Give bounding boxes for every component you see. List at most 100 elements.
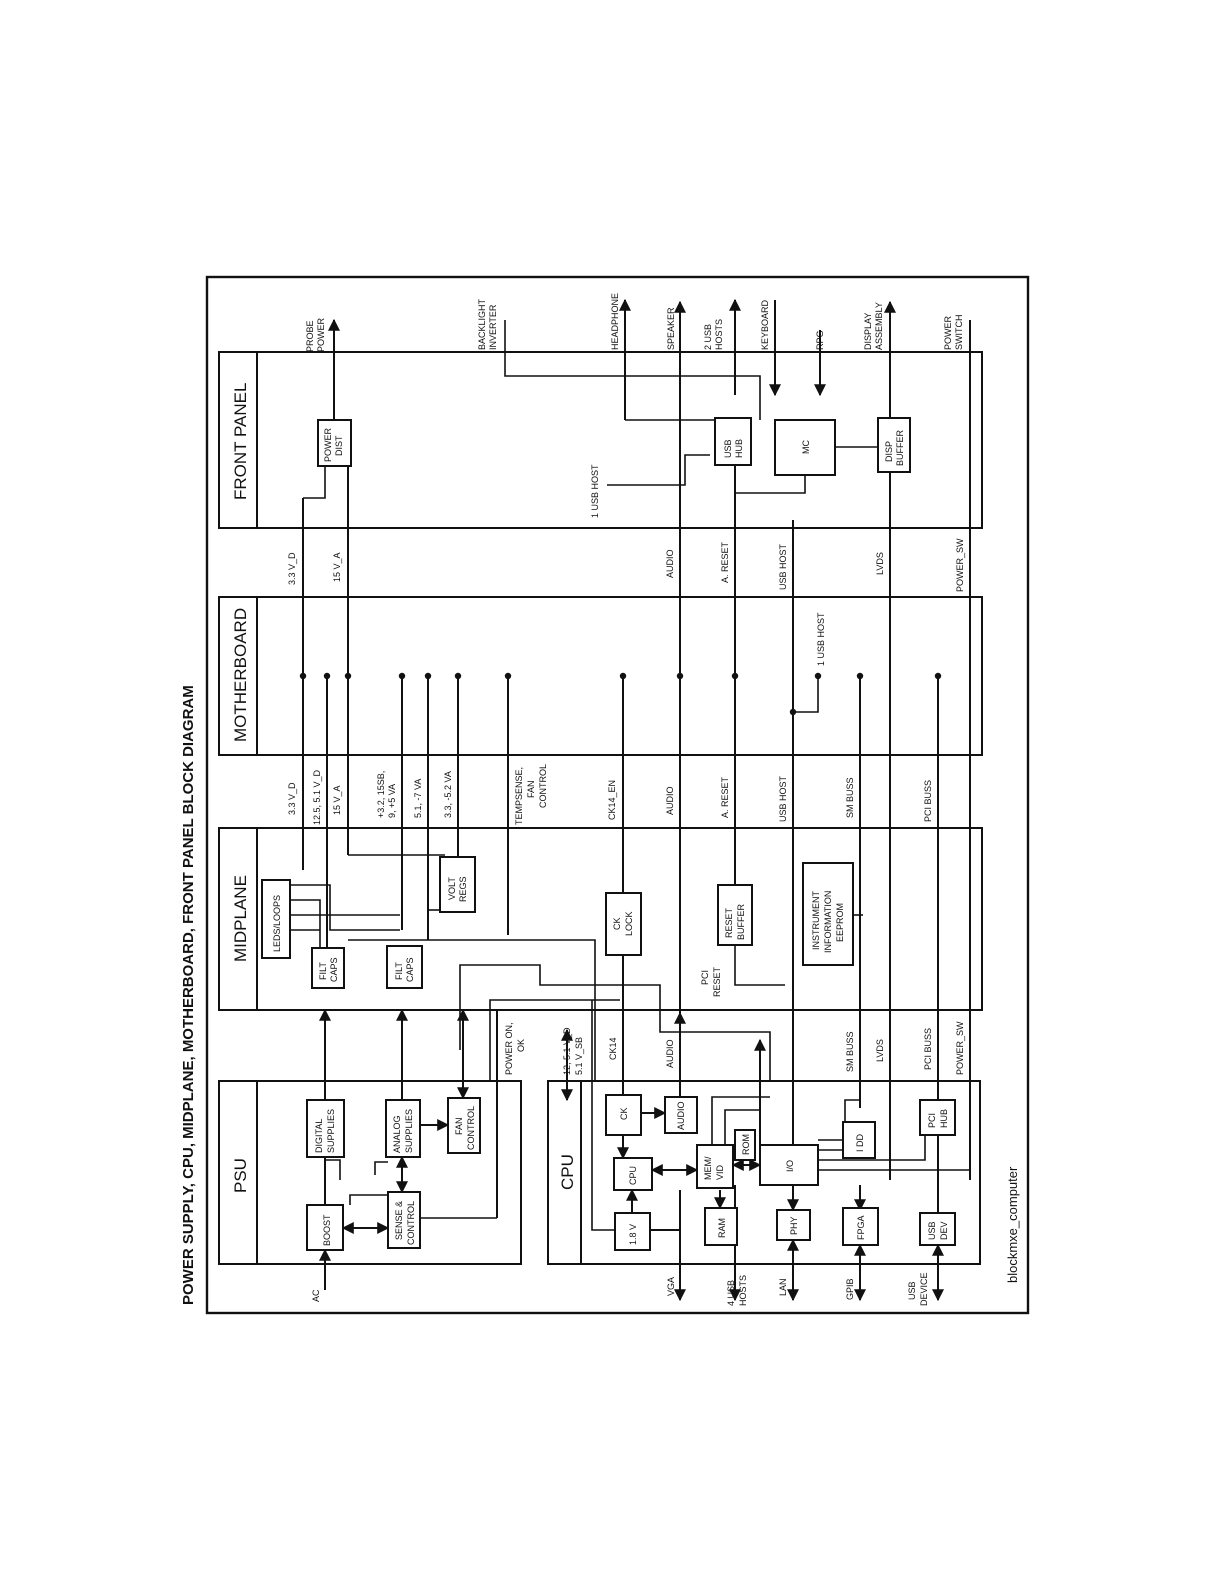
mid-mb-signal-labels: 3.3 V_D 12.5, 5.1 V_D 15 V_A +3.2, 15SB,…	[287, 764, 933, 825]
rom-label: ROM	[741, 1134, 751, 1155]
psu-label: PSU	[231, 1158, 250, 1193]
sense-control-label-2: CONTROL	[406, 1201, 416, 1245]
ram-label: RAM	[717, 1218, 727, 1238]
power-dist-label-1: POWER	[323, 427, 333, 462]
backlight-label-1: BACKLIGHT	[477, 298, 487, 350]
mc-block: MC	[774, 419, 836, 476]
mbfp-15va: 15 V_A	[332, 552, 342, 582]
ac-label: AC	[311, 1289, 321, 1302]
boost-label: BOOST	[322, 1214, 332, 1246]
cpu-label: CPU	[558, 1154, 577, 1190]
probe-power-label-1: PROBE	[305, 320, 315, 352]
filt-caps-1-label-2: CAPS	[329, 957, 339, 982]
usb-hub-block: USB HUB	[714, 417, 752, 466]
junction-dots	[299, 672, 942, 716]
instrument-eeprom-block: INSTRUMENT INFORMATION EEPROM	[802, 862, 854, 966]
reset-buffer-block: RESET BUFFER	[717, 884, 753, 946]
fp-1-usb-host-label: 1 USB HOST	[590, 464, 600, 518]
filt-caps-2-block: FILT CAPS	[386, 945, 423, 989]
cpu-rails-1: 12, 5.1 V_D	[562, 1027, 572, 1075]
midmb-analog-1: +3.2, 15SB,	[376, 771, 386, 818]
four-usb-hosts-label-2: HOSTS	[738, 1275, 748, 1306]
reset-buffer-label-2: BUFFER	[736, 903, 746, 940]
keyboard-label: KEYBOARD	[760, 299, 770, 350]
usb-hub-label-2: HUB	[734, 439, 744, 458]
rpg-label: RPG	[815, 330, 825, 350]
signal-lines	[290, 298, 971, 1302]
io-block: I/O	[759, 1144, 819, 1186]
cpu-section: CPU	[547, 1080, 981, 1265]
pci-reset-label-2: RESET	[712, 966, 722, 997]
digital-supplies-block: DIGITAL SUPPLIES	[306, 1099, 345, 1158]
midmb-33vd: 3.3 V_D	[287, 782, 297, 815]
leds-loops-block: LEDS/LOOPS	[261, 879, 291, 959]
eeprom-label-1: INSTRUMENT	[811, 891, 821, 950]
midmb-33neg: 3.3, -5.2 VA	[443, 771, 453, 818]
ck-block: CK	[605, 1094, 642, 1136]
digital-supplies-label-2: SUPPLIES	[326, 1109, 336, 1153]
power-on-ok-2: OK	[516, 1039, 526, 1052]
io-label: I/O	[785, 1160, 795, 1172]
usb-dev-label-2: DEV	[939, 1221, 949, 1240]
cpu-rails-2: 5.1 V_SB	[574, 1037, 584, 1075]
mbfp-power-sw: POWER_SW	[955, 538, 965, 592]
two-usb-hosts-label-2: HOSTS	[714, 319, 724, 350]
display-assembly-label-2: ASSEMBLY	[874, 302, 884, 350]
volt-regs-block: VOLT REGS	[439, 856, 476, 913]
ck-lock-label-1: CK	[612, 917, 622, 930]
backlight-label-2: INVERTER	[488, 304, 498, 350]
page-title: POWER SUPPLY, CPU, MIDPLANE, MOTHERBOARD…	[180, 685, 197, 1305]
pci-hub-block: PCI HUB	[919, 1099, 956, 1136]
idd-label: I DD	[855, 1133, 865, 1152]
external-left-labels: AC VGA 4 USB HOSTS LAN GPIB USB DEVICE	[311, 1272, 929, 1306]
psu-section: PSU	[218, 1080, 522, 1265]
filt-caps-1-block: FILT CAPS	[311, 947, 345, 989]
usb-dev-label-1: USB	[927, 1221, 937, 1240]
two-usb-hosts-label-1: 2 USB	[703, 324, 713, 350]
mbfp-a-reset: A. RESET	[720, 541, 730, 583]
outer-frame	[205, 275, 1030, 1315]
analog-supplies-label-2: SUPPLIES	[404, 1109, 414, 1153]
pci-hub-label-1: PCI	[927, 1113, 937, 1128]
front-panel-section: FRONT PANEL	[218, 351, 983, 529]
midplane-section: MIDPLANE	[218, 827, 983, 1011]
gpib-label: GPIB	[845, 1278, 855, 1300]
lower-pci-buss: PCI BUSS	[923, 1028, 933, 1070]
midmb-analog-2: 9, +5 VA	[387, 784, 397, 818]
fpga-label: FPGA	[856, 1215, 866, 1240]
fpga-block: FPGA	[842, 1207, 879, 1246]
midmb-ck14en: CK14_EN	[607, 780, 617, 820]
cpu-audio-label: AUDIO	[676, 1101, 686, 1130]
usb-device-label-2: DEVICE	[919, 1272, 929, 1306]
mbfp-audio: AUDIO	[665, 549, 675, 578]
front-panel-label: FRONT PANEL	[231, 383, 250, 500]
cpu-chip-label: CPU	[628, 1166, 638, 1185]
midmb-audio: AUDIO	[665, 786, 675, 815]
boost-block: BOOST	[306, 1204, 344, 1251]
cpu-block: CPU	[613, 1157, 653, 1191]
filt-caps-2-label-2: CAPS	[405, 957, 415, 982]
mbfp-33vd: 3.3 V_D	[287, 552, 297, 585]
external-right-labels: PROBE POWER BACKLIGHT INVERTER HEADPHONE…	[305, 293, 964, 352]
pci-hub-label-2: HUB	[939, 1109, 949, 1128]
eeprom-label-3: EEPROM	[835, 903, 845, 942]
rom-block: ROM	[734, 1129, 756, 1161]
motherboard-label: MOTHERBOARD	[231, 608, 250, 742]
filt-caps-1-label-1: FILT	[318, 962, 328, 980]
idd-block: I DD	[842, 1121, 876, 1159]
cpu-audio-block: AUDIO	[664, 1096, 698, 1134]
digital-supplies-label-1: DIGITAL	[314, 1119, 324, 1153]
analog-supplies-label-1: ANALOG	[392, 1115, 402, 1153]
phy-label: PHY	[789, 1216, 799, 1235]
power-on-ok-1: POWER ON,	[504, 1022, 514, 1075]
mem-vid-label-1: MEM/	[703, 1156, 713, 1180]
lower-power-sw: POWER_SW	[955, 1021, 965, 1075]
midmb-15va: 15 V_A	[332, 785, 342, 815]
v18-block: 1.8 V	[614, 1212, 651, 1251]
midmb-pci-buss: PCI BUSS	[923, 780, 933, 822]
lower-sm-buss: SM BUSS	[845, 1031, 855, 1072]
v18-label: 1.8 V	[628, 1224, 638, 1245]
power-switch-label-2: SWITCH	[954, 315, 964, 351]
lower-ck14: CK14	[608, 1037, 618, 1060]
